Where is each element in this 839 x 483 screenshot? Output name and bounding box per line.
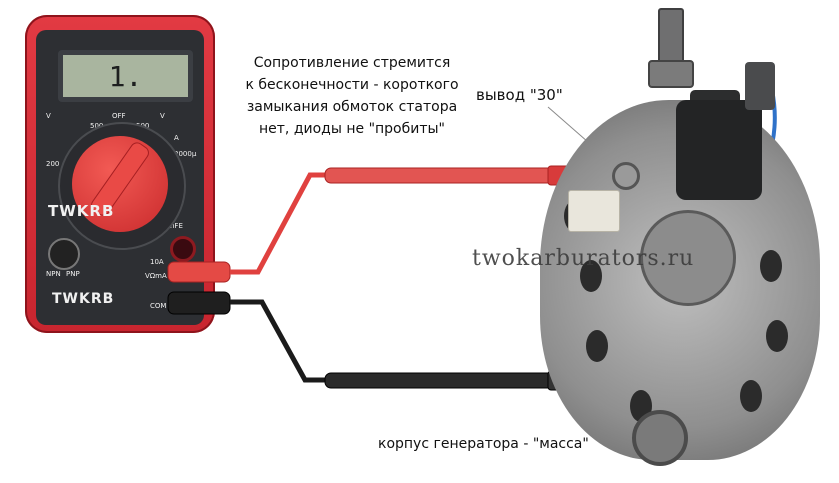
- regulator-connector: [745, 62, 775, 110]
- dial-label-v-ac: V: [160, 112, 165, 120]
- vent-hole: [740, 380, 762, 412]
- black-probe-handle: [324, 372, 556, 389]
- watermark: twokarburators.ru: [472, 246, 695, 271]
- black-plug: [167, 291, 231, 315]
- vent-hole: [580, 260, 602, 292]
- brand-label-top: TWKRB: [48, 202, 115, 220]
- red-plug: [167, 261, 231, 283]
- measurement-note: Сопротивление стремится к бесконечности …: [228, 52, 476, 140]
- note-line-1: Сопротивление стремится: [253, 55, 451, 71]
- vent-hole: [586, 330, 608, 362]
- note-line-3: замыкания обмоток статора: [246, 99, 458, 115]
- red-probe-handle: [324, 167, 556, 184]
- terminal-30-caption: вывод "30": [476, 86, 563, 104]
- jack-10a: [170, 236, 196, 262]
- vent-hole: [766, 320, 788, 352]
- display-value: 1.: [108, 59, 143, 93]
- dial-label-hfe: hFE: [170, 222, 183, 230]
- vent-hole: [760, 250, 782, 282]
- ground-bolt: [632, 410, 688, 466]
- dial-label-a: A: [174, 134, 179, 142]
- black-wire: [230, 299, 330, 383]
- generator-bearing-cover: [640, 210, 736, 306]
- voltage-regulator: [676, 100, 762, 200]
- dial-label-off: OFF: [112, 112, 126, 120]
- stud-nut: [648, 60, 694, 88]
- label-npn: NPN: [46, 270, 61, 278]
- terminal-30: [612, 162, 640, 190]
- note-line-2: к бесконечности - короткого: [245, 77, 459, 93]
- note-line-4: нет, диоды не "пробиты": [259, 121, 445, 137]
- ground-caption: корпус генератора - "масса": [378, 436, 589, 452]
- label-10a: 10A: [150, 258, 164, 266]
- label-pnp: PNP: [66, 270, 80, 278]
- label-com: COM: [150, 302, 167, 310]
- label-vohm-ma: VΩmA: [145, 272, 167, 280]
- hfe-socket: [48, 238, 80, 270]
- multimeter-display: 1.: [58, 50, 193, 102]
- dial-label-v-dc: V: [46, 112, 51, 120]
- brand-label-bottom: TWKRB: [52, 291, 115, 307]
- dial-label-200: 200: [46, 160, 60, 168]
- red-wire: [230, 172, 330, 275]
- dial-label-2000u: 2000μ: [174, 150, 197, 158]
- capacitor: [568, 190, 620, 232]
